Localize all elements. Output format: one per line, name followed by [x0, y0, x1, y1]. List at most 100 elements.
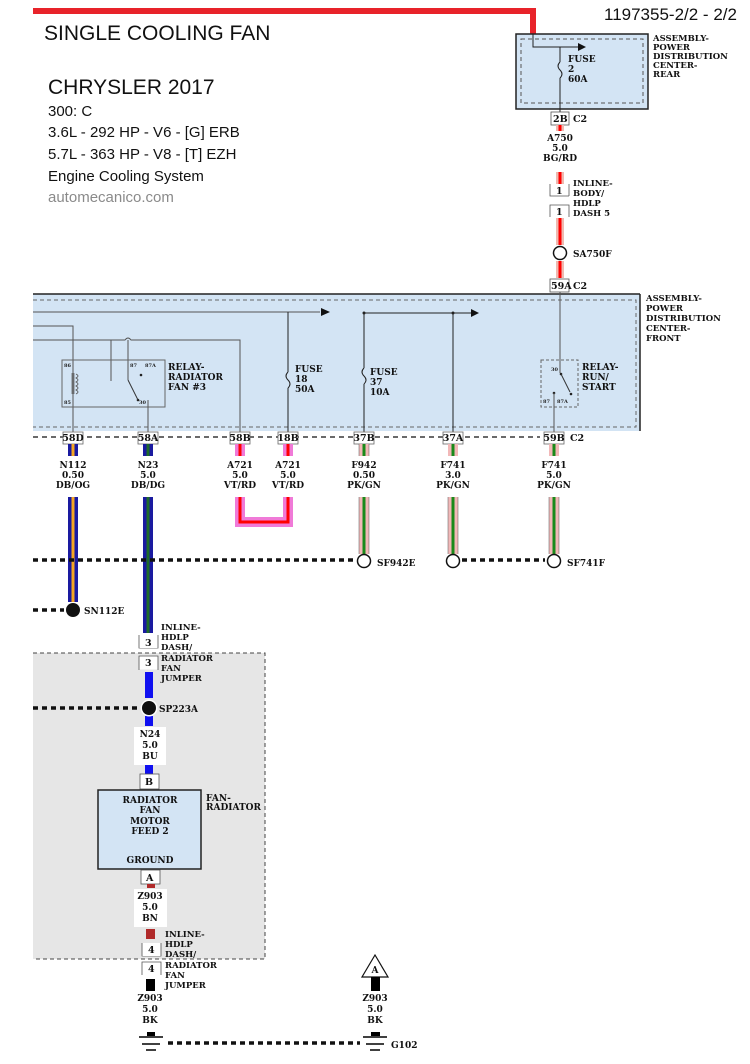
wire-59b-gauge: 5.0 — [546, 471, 562, 481]
system-name: Engine Cooling System — [48, 168, 204, 185]
svg-text:HDLP: HDLP — [165, 940, 193, 950]
wire-37b-circuit: F942 — [351, 461, 376, 471]
wire-37b-gauge: 0.50 — [353, 471, 375, 481]
fuse-18[interactable]: FUSE 18 50A — [284, 365, 323, 395]
connector-pin-58b[interactable]: 58B — [229, 431, 251, 445]
splice-sa750f[interactable] — [552, 245, 568, 261]
wire-a750-color: BG/RD — [543, 154, 577, 164]
ground-icon-g102[interactable] — [363, 1032, 387, 1051]
fuse-37[interactable]: FUSE 37 10A — [360, 367, 398, 398]
wire-a721-jumper[interactable] — [235, 444, 293, 527]
source-watermark: automecanico.com — [48, 189, 174, 206]
connector-59a[interactable]: 59A C2 — [549, 278, 587, 293]
reference-arrow-a[interactable]: A — [360, 953, 390, 991]
wire-37a-color: PK/GN — [436, 481, 470, 491]
svg-text:FAN: FAN — [161, 664, 181, 674]
wire-58d-circuit: N112 — [59, 461, 86, 471]
wire-18b-color: VT/RD — [271, 481, 304, 491]
fuse-2-label-2: 60A — [568, 75, 589, 85]
svg-text:POWER: POWER — [646, 304, 684, 314]
svg-text:RADIATOR: RADIATOR — [168, 373, 224, 383]
svg-text:FAN: FAN — [139, 806, 160, 816]
wire-37b-color: PK/GN — [347, 481, 381, 491]
wire-z903-bn[interactable] — [146, 884, 155, 939]
svg-text:3: 3 — [145, 638, 152, 649]
relay-radiator-fan-3[interactable]: 86 87 87A 85 30 — [61, 359, 166, 408]
wire-n24-circuit: N24 — [140, 730, 161, 740]
connector-pin-37a[interactable]: 37A — [442, 431, 464, 445]
splice-sn112e[interactable] — [66, 603, 80, 617]
svg-text:59B: 59B — [543, 433, 564, 444]
wire-z903-bk-left-gauge: 5.0 — [142, 1005, 158, 1015]
svg-text:4: 4 — [148, 964, 155, 975]
wire-z903-bk-right-color: BK — [367, 1016, 384, 1026]
wire-37a-gauge: 3.0 — [445, 471, 461, 481]
wire-n112[interactable] — [68, 444, 78, 602]
fuse-2-icon — [557, 61, 563, 79]
svg-text:37A: 37A — [443, 433, 464, 444]
svg-text:RADIATOR: RADIATOR — [206, 803, 262, 813]
splice-sn112e-label: SN112E — [84, 607, 125, 617]
fan-radiator-motor[interactable]: RADIATOR FAN MOTOR FEED 2 GROUND — [97, 789, 202, 870]
fan-radiator-connector-b[interactable]: B — [139, 773, 160, 790]
connector-pin-37b[interactable]: 37B — [353, 431, 375, 445]
connector-2b[interactable]: 2B C2 — [550, 111, 587, 126]
inline-body-connector[interactable]: 1 1 — [549, 184, 570, 218]
wire-18b-gauge: 5.0 — [280, 471, 296, 481]
splice-sa750f-label: SA750F — [573, 250, 612, 260]
wire-z903-bk-left[interactable] — [146, 979, 155, 991]
svg-text:RELAY-: RELAY- — [582, 363, 619, 373]
splice-sp223a[interactable] — [142, 701, 156, 715]
svg-text:FEED 2: FEED 2 — [131, 827, 168, 837]
svg-text:INLINE-: INLINE- — [165, 930, 205, 940]
wire-18b-circuit: A721 — [274, 461, 301, 471]
svg-text:REAR: REAR — [653, 70, 681, 80]
svg-text:HDLP: HDLP — [161, 633, 189, 643]
wire-z903-bk-right-gauge: 5.0 — [367, 1005, 383, 1015]
wire-58d-color: DB/OG — [56, 481, 90, 491]
splice-sf942e[interactable] — [356, 553, 372, 569]
connector-pin-18b[interactable]: 18B — [277, 431, 299, 445]
connector-pin-58d[interactable]: 58D — [62, 431, 84, 445]
splice-f741-left[interactable] — [445, 553, 461, 569]
svg-text:FRONT: FRONT — [646, 334, 681, 344]
connector-pin-58a[interactable]: 58A — [137, 431, 159, 445]
svg-text:ASSEMBLY-: ASSEMBLY- — [652, 34, 709, 44]
ground-icon-left — [139, 1032, 163, 1051]
svg-text:85: 85 — [64, 400, 71, 406]
inline-hdlp-connector-4[interactable]: 4 4 — [141, 943, 162, 975]
wire-z903-bn-circuit: Z903 — [137, 892, 162, 902]
pdc-rear-module[interactable]: FUSE 2 60A — [515, 33, 649, 118]
svg-text:10A: 10A — [370, 388, 391, 398]
wire-n24[interactable] — [145, 672, 153, 775]
wire-n23[interactable] — [143, 444, 153, 633]
svg-text:1: 1 — [556, 186, 563, 197]
relay-run-start-label: RELAY- RUN/ START — [582, 363, 619, 393]
svg-text:ASSEMBLY-: ASSEMBLY- — [645, 294, 702, 304]
wire-a750[interactable] — [556, 125, 564, 278]
svg-text:FAN #3: FAN #3 — [168, 383, 206, 393]
wire-58a-circuit: N23 — [138, 461, 159, 471]
wire-f741-5[interactable] — [548, 444, 560, 554]
wire-z903-bn-color: BN — [142, 914, 158, 924]
svg-text:58A: 58A — [138, 433, 159, 444]
wire-58a-color: DB/DG — [131, 481, 165, 491]
wire-58b-color: VT/RD — [223, 481, 256, 491]
splice-sf741f[interactable] — [546, 553, 562, 569]
pdc-front-module[interactable]: 86 87 87A 85 30 RELAY- RADIATOR FAN #3 F… — [33, 292, 641, 432]
wire-f942[interactable] — [358, 444, 370, 554]
inline-hdlp-connector-3[interactable]: 3 3 — [138, 635, 159, 670]
wire-37a-circuit: F741 — [440, 461, 465, 471]
wire-f741-3[interactable] — [447, 444, 459, 554]
connector-pin-59b[interactable]: 59B — [543, 431, 565, 445]
relay-radiator-fan-3-label: RELAY- RADIATOR FAN #3 — [168, 363, 224, 393]
fan-radiator-connector-a[interactable]: A — [140, 869, 161, 885]
relay-run-start[interactable]: 30 87 87A — [540, 359, 579, 408]
svg-text:30: 30 — [551, 367, 558, 373]
wire-59b-color: PK/GN — [537, 481, 571, 491]
connector-c2-front-label: C2 — [570, 433, 584, 444]
svg-text:FAN: FAN — [165, 971, 185, 981]
inline-hdlp-upper-label: INLINE- HDLP DASH/ RADIATOR FAN JUMPER — [160, 623, 214, 684]
svg-text:37: 37 — [370, 378, 383, 388]
